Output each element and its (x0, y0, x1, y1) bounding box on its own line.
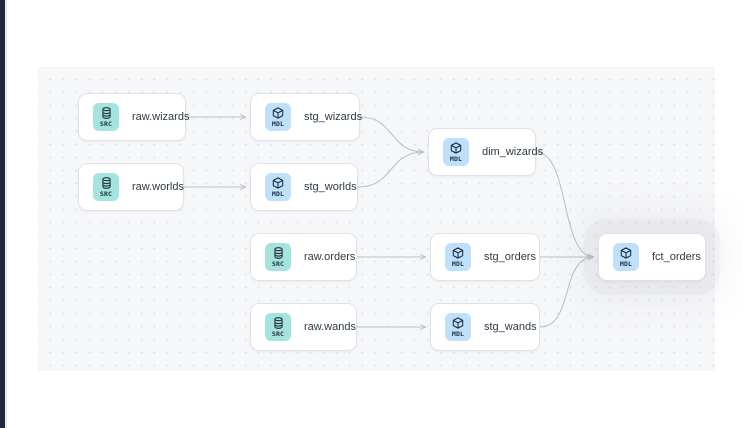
lineage-node-raw_orders[interactable]: SRC raw.orders (250, 233, 357, 281)
cube-icon (452, 317, 464, 329)
source-badge: SRC (93, 173, 119, 201)
database-icon (101, 107, 112, 119)
node-label: stg_wizards (304, 110, 363, 123)
badge-kind-label: MDL (271, 189, 285, 198)
badge-kind-label: SRC (271, 259, 285, 268)
node-label: raw.wands (304, 320, 356, 333)
badge-kind-label: SRC (99, 119, 113, 128)
model-badge: MDL (265, 103, 291, 131)
node-label: dim_wizards (482, 145, 544, 158)
node-label: raw.worlds (132, 180, 184, 193)
model-badge: MDL (445, 243, 471, 271)
lineage-node-fct_orders[interactable]: MDL fct_orders (598, 233, 706, 281)
badge-kind-label: SRC (271, 329, 285, 338)
badge-kind-label: SRC (99, 189, 113, 198)
cube-icon (272, 107, 284, 119)
lineage-node-raw_wizards[interactable]: SRC raw.wizards (78, 93, 190, 141)
badge-kind-label: MDL (451, 329, 465, 338)
node-label: stg_wands (484, 320, 537, 333)
cube-icon (272, 177, 284, 189)
lineage-node-stg_wizards[interactable]: MDL stg_wizards (250, 93, 363, 141)
database-icon (273, 247, 284, 259)
lineage-node-dim_wizards[interactable]: MDL dim_wizards (428, 128, 543, 176)
cube-icon (620, 247, 632, 259)
node-label: fct_orders (652, 250, 701, 263)
source-badge: SRC (265, 313, 291, 341)
lineage-node-raw_worlds[interactable]: SRC raw.worlds (78, 163, 184, 211)
node-label: raw.wizards (132, 110, 190, 123)
cube-icon (450, 142, 462, 154)
lineage-node-stg_wands[interactable]: MDL stg_wands (430, 303, 540, 351)
lineage-node-stg_worlds[interactable]: MDL stg_worlds (250, 163, 358, 211)
database-icon (101, 177, 112, 189)
node-label: raw.orders (304, 250, 356, 263)
source-badge: SRC (93, 103, 119, 131)
app-rail-divider (5, 0, 7, 428)
model-badge: MDL (613, 243, 639, 271)
model-badge: MDL (265, 173, 291, 201)
cube-icon (452, 247, 464, 259)
lineage-node-raw_wands[interactable]: SRC raw.wands (250, 303, 357, 351)
node-label: stg_orders (484, 250, 536, 263)
source-badge: SRC (265, 243, 291, 271)
model-badge: MDL (443, 138, 469, 166)
app-left-rail (0, 0, 5, 428)
node-label: stg_worlds (304, 180, 357, 193)
model-badge: MDL (445, 313, 471, 341)
badge-kind-label: MDL (451, 259, 465, 268)
badge-kind-label: MDL (449, 154, 463, 163)
database-icon (273, 317, 284, 329)
lineage-node-stg_orders[interactable]: MDL stg_orders (430, 233, 540, 281)
badge-kind-label: MDL (619, 259, 633, 268)
badge-kind-label: MDL (271, 119, 285, 128)
